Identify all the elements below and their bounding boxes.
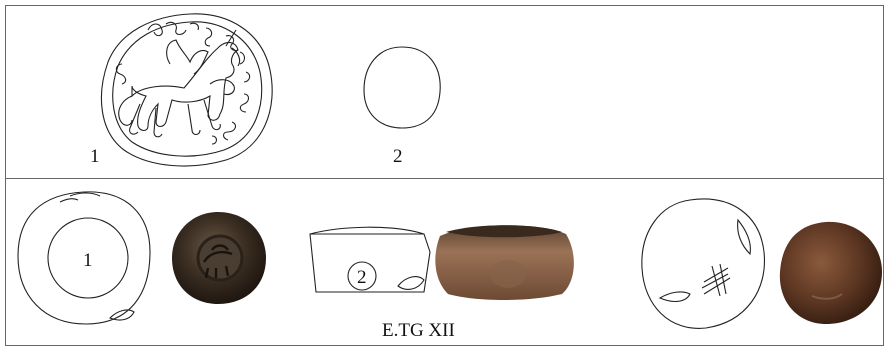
seal-impression-drawing (100, 13, 273, 167)
top-label-1: 1 (90, 146, 100, 167)
oval-outline-drawing (363, 46, 441, 129)
dark-seal-photo (172, 212, 266, 304)
ring-bezel-drawing (17, 191, 151, 325)
figure-caption: E.TG XII (382, 320, 455, 341)
top-figure-panel (5, 5, 884, 179)
bottom-label-1: 1 (83, 250, 93, 271)
brown-stone-photo (779, 221, 882, 324)
bottom-label-2: 2 (357, 267, 367, 288)
ring-side-drawing (309, 226, 431, 293)
round-stone-drawing (641, 198, 766, 329)
top-label-2: 2 (393, 146, 403, 167)
brown-ring-photo (435, 225, 574, 300)
